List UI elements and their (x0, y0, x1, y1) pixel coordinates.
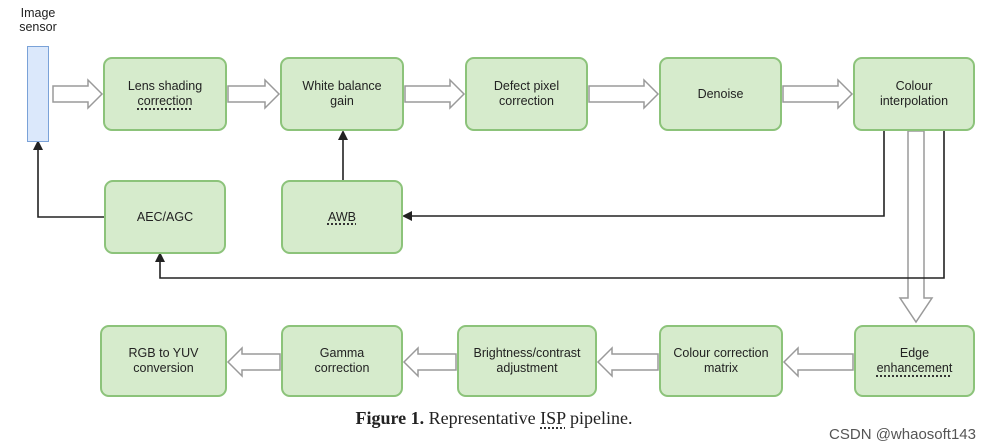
sensor-label-line1: Image (20, 6, 56, 20)
arrow-gamma-to-rgb (226, 346, 281, 378)
node-text: Lens shading (127, 79, 203, 93)
node-text: Colour (895, 79, 933, 93)
node-text: Colour correction (673, 346, 769, 360)
caption-abbr: ISP (540, 408, 566, 428)
arrow-denoise-to-interp (782, 78, 854, 110)
node-aec-agc: AEC/AGC (104, 180, 226, 254)
node-text: conversion (133, 361, 194, 375)
node-text: adjustment (496, 361, 558, 375)
arrow-lens-to-wb (227, 78, 281, 110)
caption-label: Figure 1. (355, 408, 425, 428)
caption-text-after: pipeline. (565, 408, 633, 428)
node-text: RGB to YUV (128, 346, 199, 360)
caption-text-before: Representative (424, 408, 541, 428)
arrow-ccm-to-brightness (596, 346, 659, 378)
arrow-sensor-to-lens (52, 78, 104, 110)
pipeline-arrows (52, 78, 934, 378)
node-text: White balance (302, 79, 382, 93)
node-text: AWB (327, 209, 356, 224)
node-awb: AWB (281, 180, 403, 254)
node-text: matrix (703, 361, 739, 375)
arrow-edge-to-ccm (782, 346, 854, 378)
node-denoise: Denoise (659, 57, 782, 131)
feedback-arrows (33, 130, 945, 279)
arrow-aec-to-sensor (33, 140, 104, 218)
arrow-defect-to-denoise (588, 78, 660, 110)
arrow-interp-to-aec (155, 131, 945, 279)
node-text: Defect pixel (493, 79, 560, 93)
node-text: Edge (899, 346, 930, 360)
node-text: correction (137, 94, 193, 108)
node-text: correction (499, 94, 554, 108)
watermark-text: CSDN @whaosoft143 (829, 426, 976, 443)
node-text: AEC/AGC (136, 209, 194, 224)
node-text: Denoise (697, 86, 744, 101)
sensor-label-line2: sensor (19, 20, 57, 34)
node-text: gain (330, 94, 354, 108)
arrow-wb-to-defect (404, 78, 466, 110)
arrow-interp-to-edge (898, 130, 934, 324)
arrow-brightness-to-gamma (402, 346, 457, 378)
node-text: Brightness/contrast (473, 346, 581, 360)
figure-caption: Figure 1. Representative ISP pipeline. (0, 408, 988, 429)
node-text: interpolation (879, 94, 949, 108)
arrow-interp-to-awb (402, 131, 885, 221)
image-sensor-label: Image sensor (8, 6, 68, 34)
node-text: correction (314, 361, 370, 375)
node-text: Gamma (319, 346, 365, 360)
node-text: enhancement (876, 361, 953, 375)
image-sensor-box (27, 46, 49, 142)
